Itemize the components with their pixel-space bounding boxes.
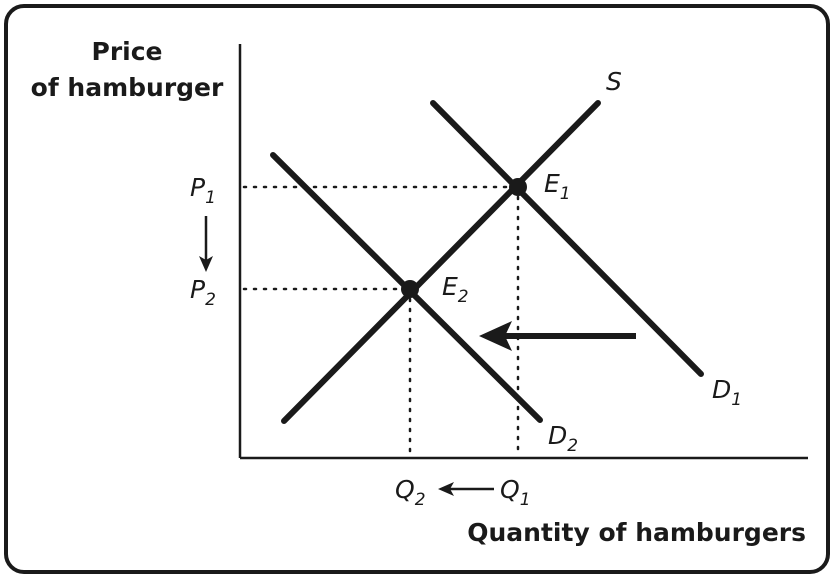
x-axis-title: Quantity of hamburgers (467, 518, 806, 547)
quantity-fall-arrowhead (438, 482, 454, 496)
equilibrium-e2-label: E2 (442, 272, 469, 307)
equilibrium-e1-label: E1 (544, 169, 571, 204)
demand-curve-d1 (430, 100, 704, 377)
price-p2-label: P2 (190, 275, 216, 310)
equilibrium-point-e2 (401, 280, 419, 298)
price-p1-label: P1 (190, 173, 216, 208)
supply-label: S (606, 67, 622, 96)
demand-shift-arrowhead (479, 321, 512, 351)
y-axis-title-line1: Price (92, 37, 163, 66)
demand-d1-label: D1 (712, 375, 742, 410)
quantity-q2-label: Q2 (395, 475, 426, 510)
demand-d2-label: D2 (548, 421, 578, 456)
quantity-q1-label: Q1 (500, 475, 531, 510)
y-axis-title-line2: of hamburger (31, 73, 224, 102)
price-fall-arrowhead (199, 256, 213, 272)
supply-curve (281, 100, 601, 424)
equilibrium-point-e1 (509, 178, 527, 196)
